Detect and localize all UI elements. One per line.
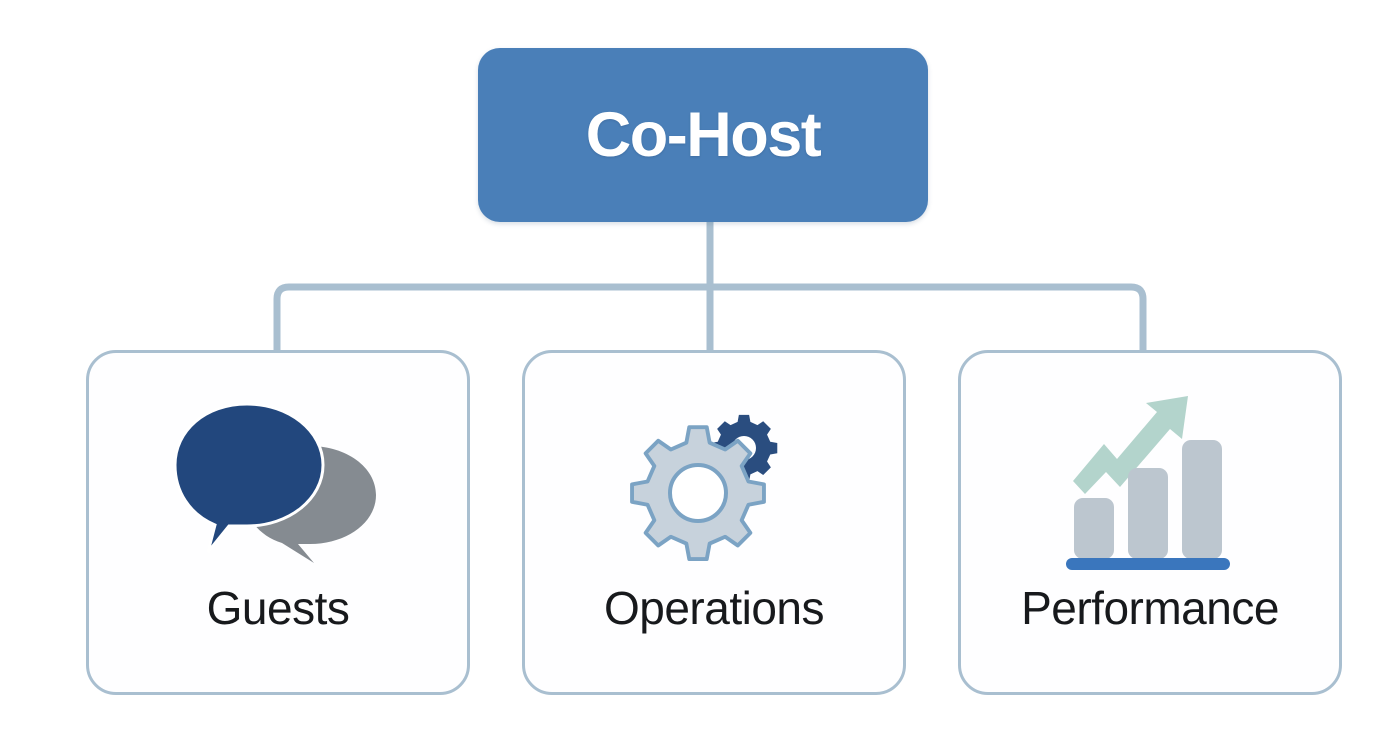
- card-performance[interactable]: Performance: [958, 350, 1342, 695]
- root-node-label: Co-Host: [585, 99, 822, 170]
- bar-2: [1128, 468, 1168, 559]
- card-operations[interactable]: Operations: [522, 350, 906, 695]
- bar-1: [1074, 498, 1114, 559]
- card-guests-label: Guests: [206, 582, 350, 634]
- growth-arrow-icon: [1073, 396, 1188, 494]
- bar-3: [1182, 440, 1222, 559]
- connector-right-branch: [706, 283, 1147, 354]
- card-guests-icon-slot: [89, 387, 467, 577]
- card-guests[interactable]: Guests: [86, 350, 470, 695]
- chart-baseline: [1066, 558, 1230, 570]
- gear-large: [629, 424, 766, 561]
- card-operations-label: Operations: [603, 582, 825, 634]
- connector-left-branch: [273, 283, 714, 354]
- gears-icon: [629, 414, 777, 561]
- root-node-co-host[interactable]: Co-Host: [478, 48, 928, 222]
- card-performance-icon-slot: [961, 387, 1339, 577]
- chat-bubbles-icon: [172, 401, 376, 563]
- card-operations-icon-slot: [525, 387, 903, 577]
- chat-bubble-primary: [172, 401, 325, 553]
- bar-chart-growth-icon: [1066, 396, 1230, 570]
- card-performance-label: Performance: [1021, 582, 1279, 634]
